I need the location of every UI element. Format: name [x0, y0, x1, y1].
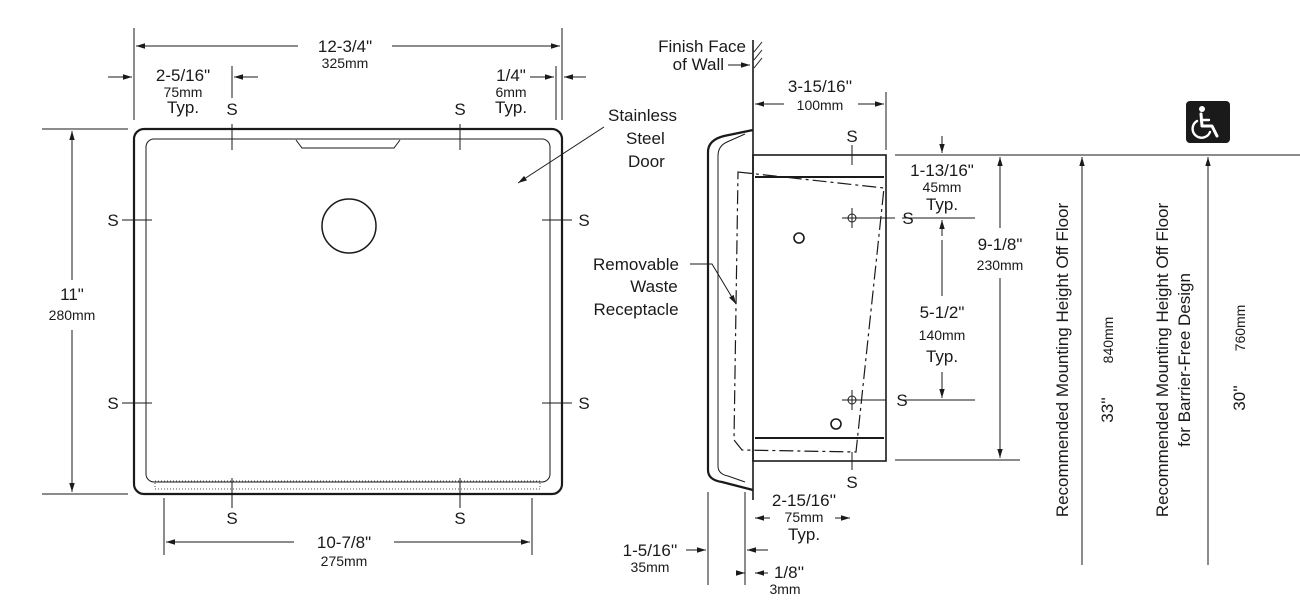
top-offset-note: Typ. — [926, 195, 958, 214]
height-imperial: 11" — [60, 285, 84, 304]
screw-depth-metric: 75mm — [785, 509, 824, 525]
side-screw-top: S — [846, 127, 857, 146]
screw-top-right: S — [454, 100, 465, 119]
door-side-profile — [706, 128, 754, 492]
screw-bottom-left: S — [226, 509, 237, 528]
side-view: S S S S Finish Face of Wall 3-15/16'' 10… — [593, 37, 1023, 597]
left-offset-note: Typ. — [167, 98, 199, 117]
door-inner-edge — [145, 138, 551, 483]
screw-depth-note: Typ. — [788, 525, 820, 544]
top-offset-imperial: 1-13/16" — [910, 161, 974, 180]
projection-metric: 35mm — [631, 559, 670, 575]
finish-face-line2: of Wall — [673, 55, 724, 74]
door-top-slot — [295, 139, 401, 149]
screw-bottom-right: S — [454, 509, 465, 528]
overall-width-imperial: 12-3/4" — [318, 37, 372, 56]
right-offset-imperial: 1/4" — [496, 66, 526, 85]
left-offset-imperial: 2-5/16" — [156, 66, 210, 85]
wall-hatch — [753, 41, 763, 69]
screw-spacing-metric: 140mm — [919, 327, 966, 343]
accessible-height-label-1: Recommended Mounting Height Off Floor — [1153, 202, 1172, 517]
accessible-height-label-2: for Barrier-Free Design — [1175, 273, 1194, 447]
screw-top-left: S — [226, 100, 237, 119]
depth-imperial: 3-15/16'' — [788, 77, 852, 96]
door-label-line3: Door — [628, 152, 665, 171]
cabinet-body — [752, 154, 887, 462]
front-view: S S S S S S S S 12-3/4" 325mm 2-5/16" 75… — [42, 28, 677, 569]
right-offset-note: Typ. — [495, 98, 527, 117]
flange-imperial: 1/8'' — [774, 563, 804, 582]
door-outer-edge — [132, 127, 564, 496]
left-offset-metric: 75mm — [164, 84, 203, 100]
mounting-heights: Recommended Mounting Height Off Floor 33… — [1020, 101, 1300, 565]
door-bottom-strip — [154, 480, 541, 490]
screw-depth-imperial: 2-15/16'' — [772, 491, 836, 510]
screw-ticks — [122, 124, 572, 508]
side-screw-bottom: S — [846, 473, 857, 492]
screw-mid-right: S — [578, 211, 589, 230]
screw-spacing-imperial: 5-1/2" — [920, 303, 965, 322]
flange-metric: 3mm — [769, 581, 800, 597]
depth-metric: 100mm — [797, 97, 844, 113]
receptacle-line2: Waste — [630, 277, 678, 296]
height-metric: 280mm — [49, 307, 96, 323]
top-offset-metric: 45mm — [923, 179, 962, 195]
accessible-height-metric: 760mm — [1232, 305, 1248, 352]
standard-height-metric: 840mm — [1100, 317, 1116, 364]
door-side-inner — [717, 133, 746, 483]
right-offset-metric: 6mm — [495, 84, 526, 100]
receptacle-line3: Receptacle — [593, 300, 678, 319]
projection-imperial: 1-5/16'' — [623, 541, 678, 560]
finish-face-line1: Finish Face — [658, 37, 746, 56]
door-label-leader — [517, 126, 605, 184]
door-lock — [321, 198, 377, 254]
door-label-line1: Stainless — [608, 106, 677, 125]
screw-mid-left: S — [107, 211, 118, 230]
standard-height-label: Recommended Mounting Height Off Floor — [1053, 202, 1072, 517]
bottom-width-imperial: 10-7/8" — [317, 533, 371, 552]
accessible-height-imperial: 30'' — [1230, 385, 1249, 410]
door-label-line2: Steel — [626, 129, 665, 148]
standard-height-imperial: 33'' — [1098, 397, 1117, 422]
receptacle-line1: Removable — [593, 255, 679, 274]
wheelchair-icon — [1186, 101, 1230, 143]
receptacle-outline — [733, 171, 885, 453]
screw-spacing-note: Typ. — [926, 347, 958, 366]
overall-width-metric: 325mm — [322, 55, 369, 71]
screw-low-right: S — [578, 394, 589, 413]
bottom-width-metric: 275mm — [321, 553, 368, 569]
overall-height-imperial: 9-1/8" — [978, 235, 1023, 254]
overall-height-metric: 230mm — [977, 257, 1024, 273]
screw-low-left: S — [107, 394, 118, 413]
